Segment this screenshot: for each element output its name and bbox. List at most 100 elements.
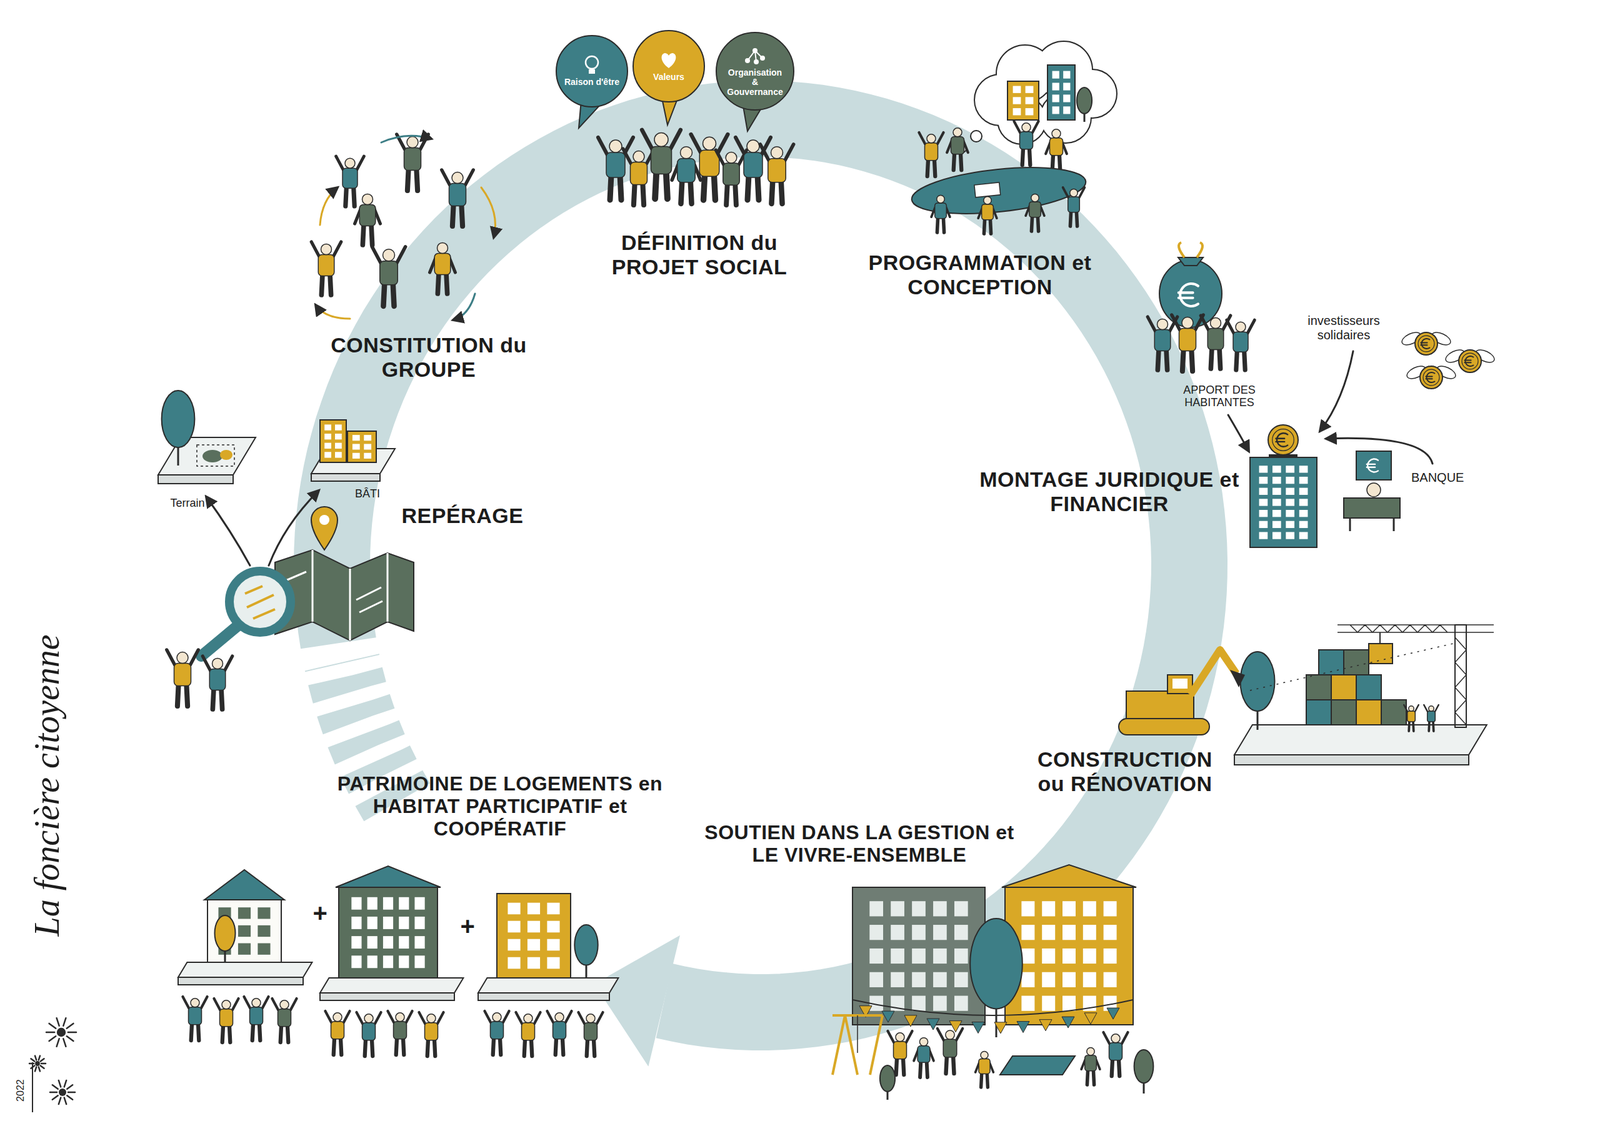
person-body (1179, 328, 1197, 352)
window (1062, 948, 1076, 964)
person-leg (1093, 1069, 1094, 1085)
window (869, 972, 884, 988)
map-folds (284, 550, 388, 641)
small-label: 2022 (15, 1079, 27, 1102)
person-arm (783, 144, 794, 163)
person-leg (593, 1038, 595, 1057)
plan-sheet (974, 182, 1001, 198)
housing-building (338, 887, 438, 979)
person-arm (1147, 316, 1157, 334)
person-head (919, 1038, 928, 1047)
person-arm (1031, 121, 1039, 135)
person-leg (353, 186, 355, 207)
tree-crown (161, 390, 195, 448)
logo-ray (38, 1067, 40, 1072)
window (1272, 521, 1282, 529)
speech-bubble: Raison d'être (555, 35, 629, 108)
building-block (1331, 700, 1357, 725)
window (869, 948, 884, 964)
window (1013, 96, 1022, 104)
window (1063, 106, 1070, 114)
building-block (1306, 700, 1332, 725)
person-head (364, 1014, 374, 1024)
crane-cable (1379, 632, 1381, 644)
leader-arrow (206, 496, 250, 566)
window (398, 897, 409, 910)
lens-detail (245, 586, 275, 619)
planned-building (1047, 65, 1075, 120)
window (335, 424, 342, 430)
person-body (1427, 711, 1436, 722)
window (383, 955, 394, 969)
window (869, 925, 884, 940)
stage-title: CONSTITUTION du GROUPE (322, 333, 535, 382)
person-arm (1120, 1032, 1128, 1046)
building-block (1381, 700, 1407, 725)
leader-arrow (481, 187, 496, 238)
network-dot (745, 58, 750, 64)
person-arm (515, 1012, 523, 1026)
person-leg (1244, 350, 1246, 370)
person-body (743, 152, 763, 178)
person-leg (403, 1037, 404, 1055)
bulb-base (588, 69, 595, 74)
person-arm (715, 150, 725, 167)
window (414, 955, 425, 969)
person-leg (407, 168, 409, 191)
person-head (953, 128, 962, 137)
garden-fence (196, 445, 235, 467)
coin (1420, 366, 1443, 389)
person-leg (713, 173, 715, 200)
person-body (393, 1021, 407, 1040)
money-bag-tie (1178, 242, 1203, 258)
magnifier-handle (201, 625, 239, 657)
person-arm (598, 137, 609, 157)
logo-ray (40, 1058, 45, 1062)
window (1025, 108, 1034, 115)
window (1063, 94, 1070, 102)
person-body (490, 1021, 504, 1040)
building-block (1356, 700, 1382, 725)
person-body (981, 204, 994, 220)
person-leg (493, 1037, 494, 1055)
window (1272, 488, 1282, 495)
window (352, 435, 360, 441)
person-arm (436, 1012, 444, 1026)
person-leg (1411, 720, 1415, 732)
building-block (1306, 675, 1332, 700)
window (1259, 510, 1269, 517)
coin-rim (1423, 369, 1440, 386)
stage-title: PATRIMOINE DE LOGEMENTS en HABITAT PARTI… (333, 772, 668, 841)
person-leg (280, 1025, 282, 1043)
window (1299, 521, 1309, 529)
window (238, 943, 251, 955)
window (1021, 996, 1035, 1012)
person-head (437, 242, 449, 254)
person-leg (1086, 1069, 1088, 1085)
person-body (1109, 1043, 1123, 1061)
person-leg (726, 183, 728, 205)
window (507, 957, 520, 970)
window (1083, 925, 1097, 940)
bank-desk (1343, 498, 1400, 519)
leader-arrow (1320, 351, 1354, 432)
person-leg (524, 1038, 525, 1057)
person-leg (953, 152, 955, 170)
stage-title: DÉFINITION du PROJET SOCIAL (586, 230, 812, 280)
person-leg (1431, 720, 1435, 732)
magnifier-lens (229, 571, 291, 633)
person-body (209, 668, 226, 690)
person-leg (983, 218, 985, 234)
window (933, 996, 947, 1012)
bunting-flag (1039, 1020, 1052, 1032)
bubble-text: Valeurs (640, 72, 697, 82)
person-arm (311, 241, 320, 259)
small-label: investisseurs solidaires (1290, 313, 1397, 343)
person-head (426, 1014, 436, 1024)
person-leg (1118, 1058, 1120, 1077)
person-leg (252, 1023, 254, 1041)
person-leg (903, 1057, 904, 1075)
housing-building (207, 900, 282, 963)
window (1299, 498, 1309, 506)
person-arm (405, 1011, 412, 1025)
